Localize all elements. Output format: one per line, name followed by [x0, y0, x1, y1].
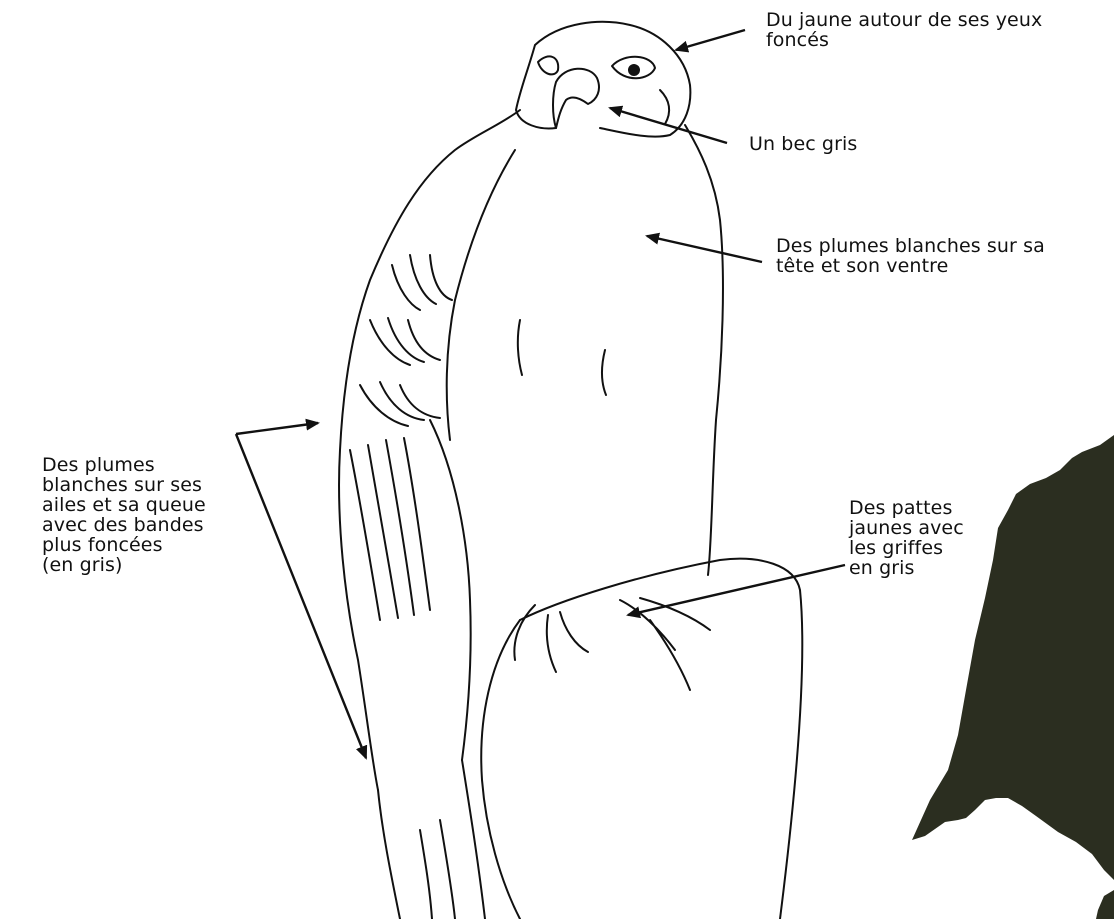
arrow-eyes — [676, 30, 745, 50]
falcon-foot-left — [514, 605, 588, 672]
falcon-wing-feathers-1 — [392, 255, 452, 310]
falcon — [339, 22, 802, 919]
falcon-cheek — [660, 90, 669, 124]
label-beak: Un bec gris — [749, 134, 949, 154]
label-eyes: Du jaune autour de ses yeux foncés — [766, 10, 1111, 50]
falcon-wing-edge — [430, 420, 471, 760]
falcon-wing-long — [350, 438, 430, 620]
falcon-body-outline — [339, 110, 520, 790]
falcon-breast-marks — [518, 320, 606, 395]
falcon-beak — [553, 69, 599, 128]
falcon-wing-feathers-2 — [370, 318, 440, 365]
falcon-foot-right — [620, 598, 710, 690]
falcon-breast-left — [447, 150, 515, 440]
label-belly: Des plumes blanches sur sa tête et son v… — [776, 236, 1114, 276]
label-wings: Des plumes blanches sur ses ailes et sa … — [42, 455, 257, 575]
arrow-belly — [647, 236, 762, 262]
falcon-head — [516, 22, 690, 137]
falcon-wing-feathers-3 — [360, 382, 440, 426]
falcon-pupil — [629, 65, 639, 75]
arrow-wing — [236, 423, 318, 434]
falcon-perch — [520, 559, 802, 919]
falcon-perch-curve — [481, 620, 520, 919]
dark-background-corner — [1096, 890, 1114, 919]
falcon-breast-right — [685, 125, 723, 575]
falcon-eye-left — [538, 56, 558, 74]
falcon-tail — [378, 760, 485, 919]
label-feet: Des pattes jaunes avec les griffes en gr… — [849, 498, 1009, 578]
